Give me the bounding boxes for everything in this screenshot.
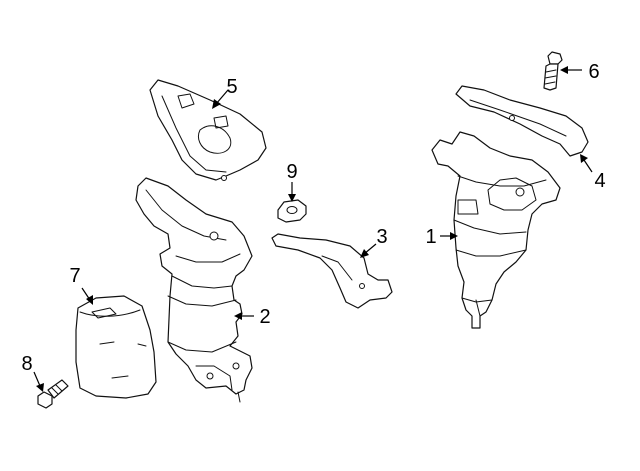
part-9-nut[interactable] bbox=[277, 199, 307, 223]
callout-2: 2 bbox=[259, 306, 270, 328]
part-8-bolt[interactable] bbox=[37, 379, 69, 409]
part-2-manifold-converter[interactable] bbox=[135, 177, 253, 403]
part-7-lower-heat-shield[interactable] bbox=[75, 295, 157, 399]
callout-5: 5 bbox=[226, 76, 237, 98]
callout-6: 6 bbox=[588, 61, 599, 83]
callout-3: 3 bbox=[376, 226, 387, 248]
part-6-bolt[interactable] bbox=[543, 51, 563, 91]
callout-1: 1 bbox=[425, 226, 436, 248]
part-3-bracket[interactable] bbox=[271, 233, 393, 309]
callout-9: 9 bbox=[286, 161, 297, 183]
callout-8: 8 bbox=[21, 353, 32, 375]
part-1-manifold-converter[interactable] bbox=[431, 131, 561, 329]
callout-leaders bbox=[33, 66, 593, 392]
callout-4: 4 bbox=[594, 170, 605, 192]
part-4-heat-shield[interactable] bbox=[455, 85, 589, 157]
part-5-heat-shield[interactable] bbox=[149, 79, 267, 181]
callout-7: 7 bbox=[69, 265, 80, 287]
